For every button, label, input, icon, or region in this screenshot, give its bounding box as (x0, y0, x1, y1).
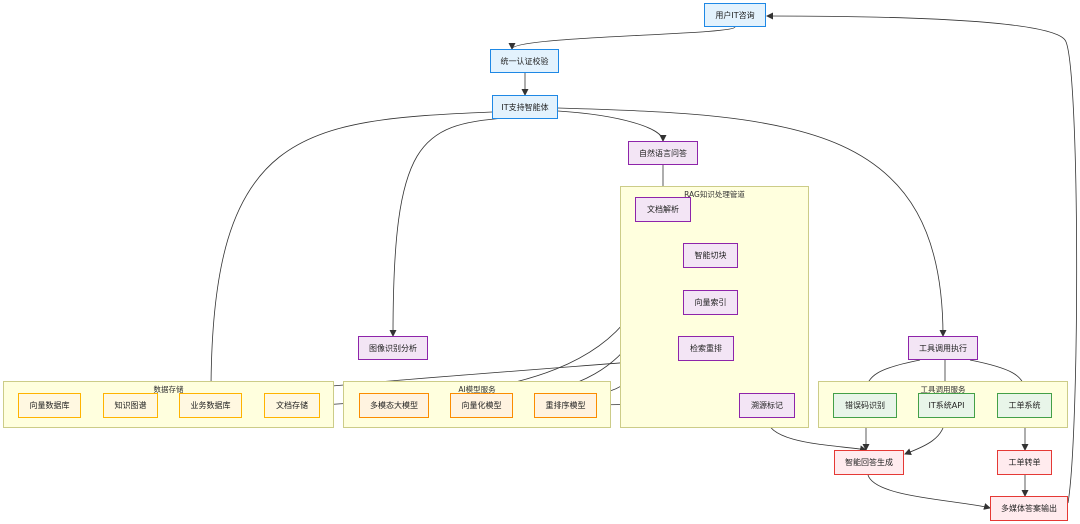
node-image-analysis[interactable]: 图像识别分析 (358, 336, 428, 360)
node-business-db[interactable]: 业务数据库 (179, 393, 242, 418)
node-answer-gen[interactable]: 智能回答生成 (834, 450, 904, 475)
node-agent[interactable]: IT支持智能体 (492, 95, 558, 119)
node-it-api[interactable]: IT系统API (918, 393, 975, 418)
node-vector-index[interactable]: 向量索引 (683, 290, 738, 315)
node-multimedia-output[interactable]: 多媒体答案输出 (990, 496, 1068, 521)
node-auth[interactable]: 统一认证校验 (490, 49, 559, 73)
cluster-label: RAG知识处理管道 (684, 190, 745, 199)
edge-agent-tool (557, 107, 947, 337)
node-vector-db[interactable]: 向量数据库 (18, 393, 81, 418)
node-doc-parse[interactable]: 文档解析 (635, 197, 691, 222)
node-chunking[interactable]: 智能切块 (683, 243, 738, 268)
edge-answer-output (867, 474, 991, 510)
node-error-code[interactable]: 错误码识别 (833, 393, 897, 418)
edge-query-auth (508, 26, 736, 50)
node-ticket-transfer[interactable]: 工单转单 (997, 450, 1052, 475)
cluster-label: AI模型服务 (458, 385, 496, 394)
node-rerank-search[interactable]: 检索重排 (678, 336, 734, 361)
node-source-mark[interactable]: 溯源标记 (739, 393, 795, 418)
node-multimodal-model[interactable]: 多模态大模型 (359, 393, 429, 418)
node-knowledge-graph[interactable]: 知识图谱 (103, 393, 158, 418)
node-nlqa[interactable]: 自然语言问答 (628, 141, 698, 165)
cluster-label: 工具调用服务 (920, 385, 966, 394)
cluster-label: 数据存储 (153, 385, 184, 394)
node-rerank-model[interactable]: 重排序模型 (534, 393, 597, 418)
node-embedding-model[interactable]: 向量化模型 (450, 393, 513, 418)
edge-agent-bizdb (207, 111, 493, 394)
node-doc-storage[interactable]: 文档存储 (264, 393, 320, 418)
node-ticket-system[interactable]: 工单系统 (997, 393, 1052, 418)
node-tool-exec[interactable]: 工具调用执行 (908, 336, 978, 360)
edge-agent-nlqa (557, 110, 667, 142)
node-user-query[interactable]: 用户IT咨询 (704, 3, 766, 27)
edge-agent-image (389, 117, 506, 337)
edge-parse-docstore (320, 221, 658, 409)
edge-output-query (766, 12, 1078, 504)
